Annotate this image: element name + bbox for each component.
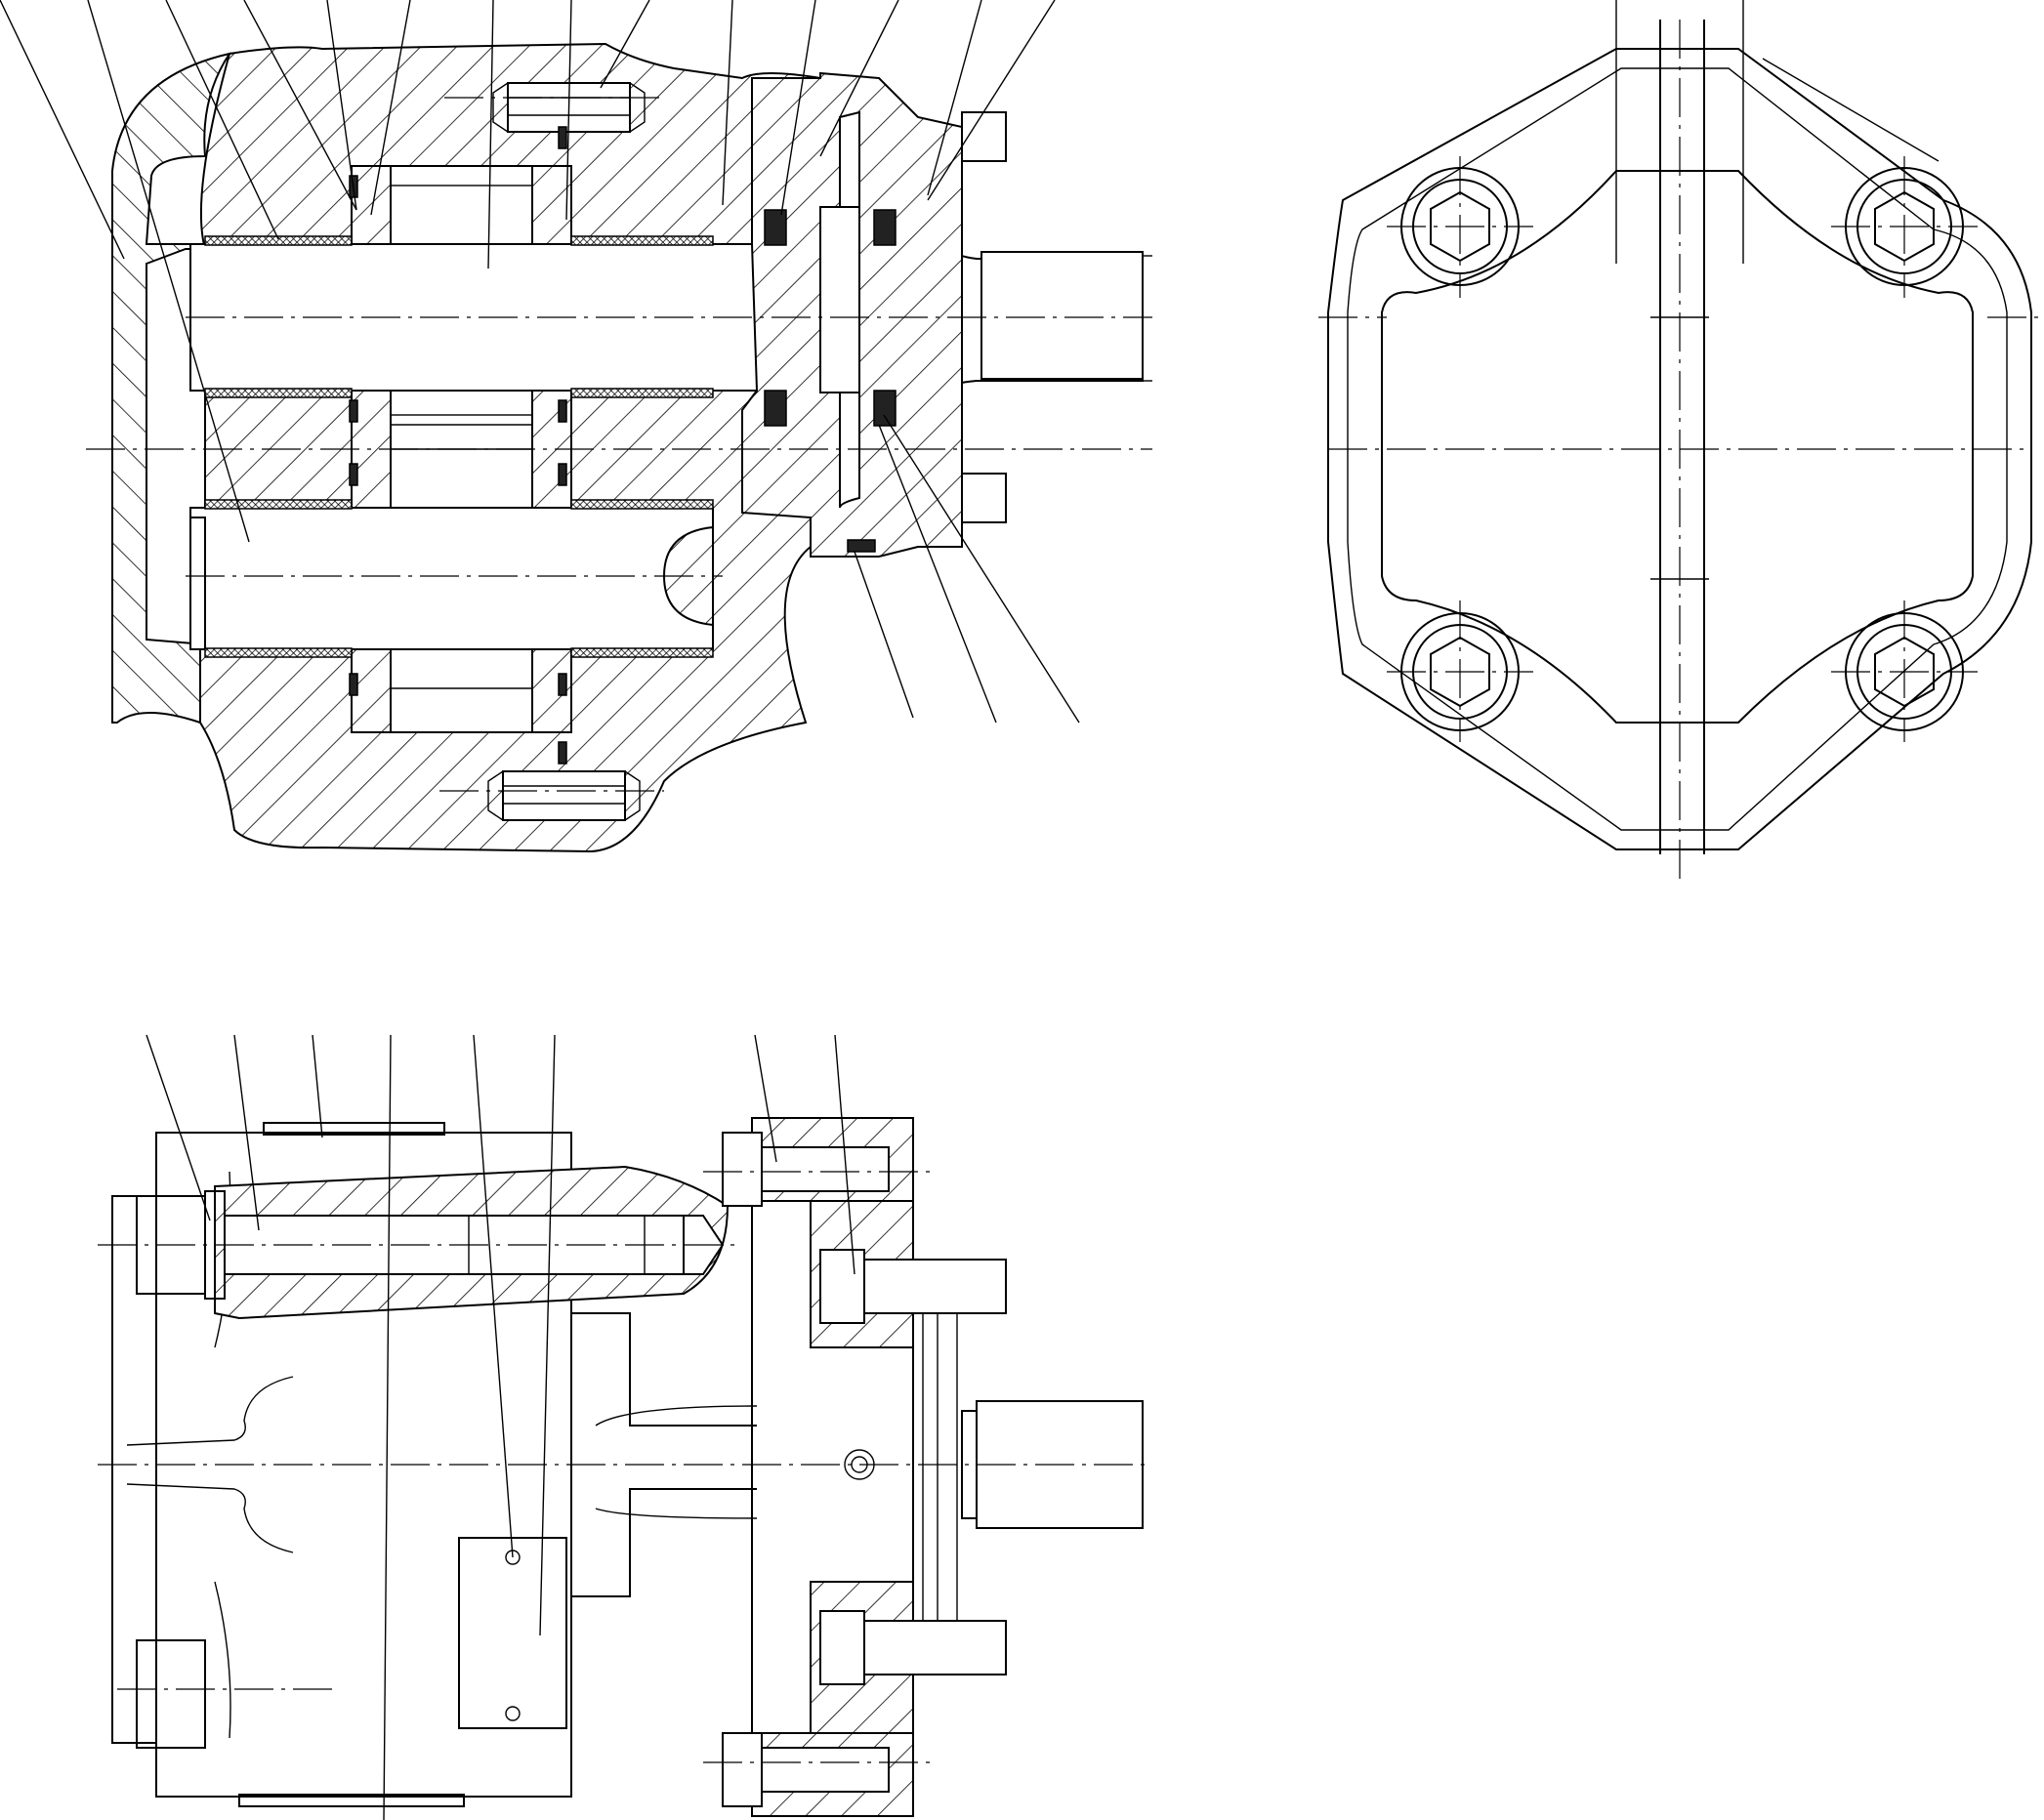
pump-face <box>1381 170 1974 724</box>
side-view <box>98 1034 1152 1820</box>
dowel-pin-bottom <box>502 770 626 821</box>
housing-outline <box>1327 48 2032 850</box>
stud-bottom <box>961 473 1007 523</box>
flange-bore <box>819 206 860 393</box>
section-view <box>0 0 1152 853</box>
idler-shaft <box>189 507 714 650</box>
leader-lines-side <box>146 1034 855 1820</box>
rear-cap <box>111 1195 157 1744</box>
stud-top <box>961 111 1007 162</box>
housing-inner <box>1347 67 2008 831</box>
bushing <box>204 235 353 246</box>
leader-lines <box>0 0 1080 724</box>
end-view <box>1318 0 2041 884</box>
shaft-seal <box>764 209 787 246</box>
shaft-spline <box>980 251 1144 380</box>
